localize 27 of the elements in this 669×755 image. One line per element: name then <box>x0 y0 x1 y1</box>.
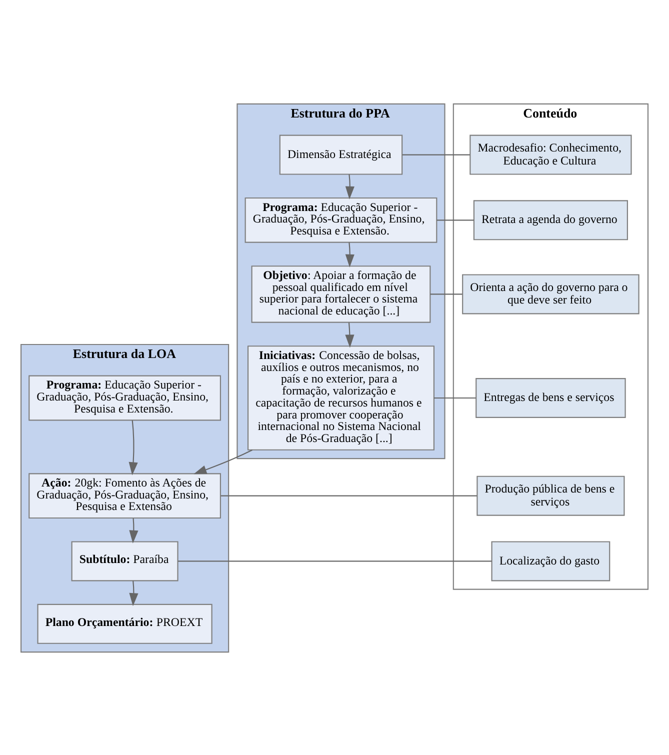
arrow <box>345 174 354 199</box>
node-box: Dimensão Estratégica <box>279 134 403 174</box>
connector <box>178 560 492 562</box>
arrow <box>194 449 253 474</box>
connector <box>430 293 462 294</box>
connector <box>434 396 476 398</box>
node-box: Orienta a ação do governo para o que deve ser feito <box>462 274 640 314</box>
arrow <box>345 242 354 267</box>
node-box: Ação: 20gk: Fomento às Ações de Graduação, Pós-Graduação, Ensino, Pesquisa e Extensão <box>28 472 221 518</box>
node-box: Localização do gasto <box>491 540 610 581</box>
connector <box>220 494 477 496</box>
node-box: Produção pública de bens e serviços <box>476 475 625 516</box>
arrow <box>128 420 138 475</box>
node-box: Macrodesafio: Conhecimento, Educação e Cultura <box>470 134 632 174</box>
arrow <box>129 580 138 606</box>
connector <box>402 154 470 155</box>
node-box: Entregas de bens e serviços <box>476 378 626 418</box>
node-box: Subtítulo: Paraíba <box>71 540 178 581</box>
node-box: Objetivo: Apoiar a formação de pessoal qualificado em nível superior para fortalecer o sistema nacional de educação [...] <box>251 265 431 322</box>
arrow <box>345 322 354 348</box>
node-box: Plano Orçamentário: PROEXT <box>37 603 212 644</box>
connector <box>436 219 474 220</box>
arrow <box>129 518 138 543</box>
node-box: Retrata a agenda do governo <box>473 200 628 240</box>
node-box: Programa: Educação Superior - Graduação, Pós-Graduação, Ensino, Pesquisa e Extensão. <box>244 196 438 242</box>
node-box: Iniciativas: Concessão de bolsas, auxílios e outros mecanismos, no país e no exterior, para a formação, valorização e capacitação de recursos humanos e para promover cooperação internacional no Sistema Nacional de Pós-Graduação [...] <box>247 345 434 450</box>
node-box: Programa: Educação Superior - Graduação, Pós-Graduação, Ensino, Pesquisa e Extensão. <box>28 374 221 420</box>
